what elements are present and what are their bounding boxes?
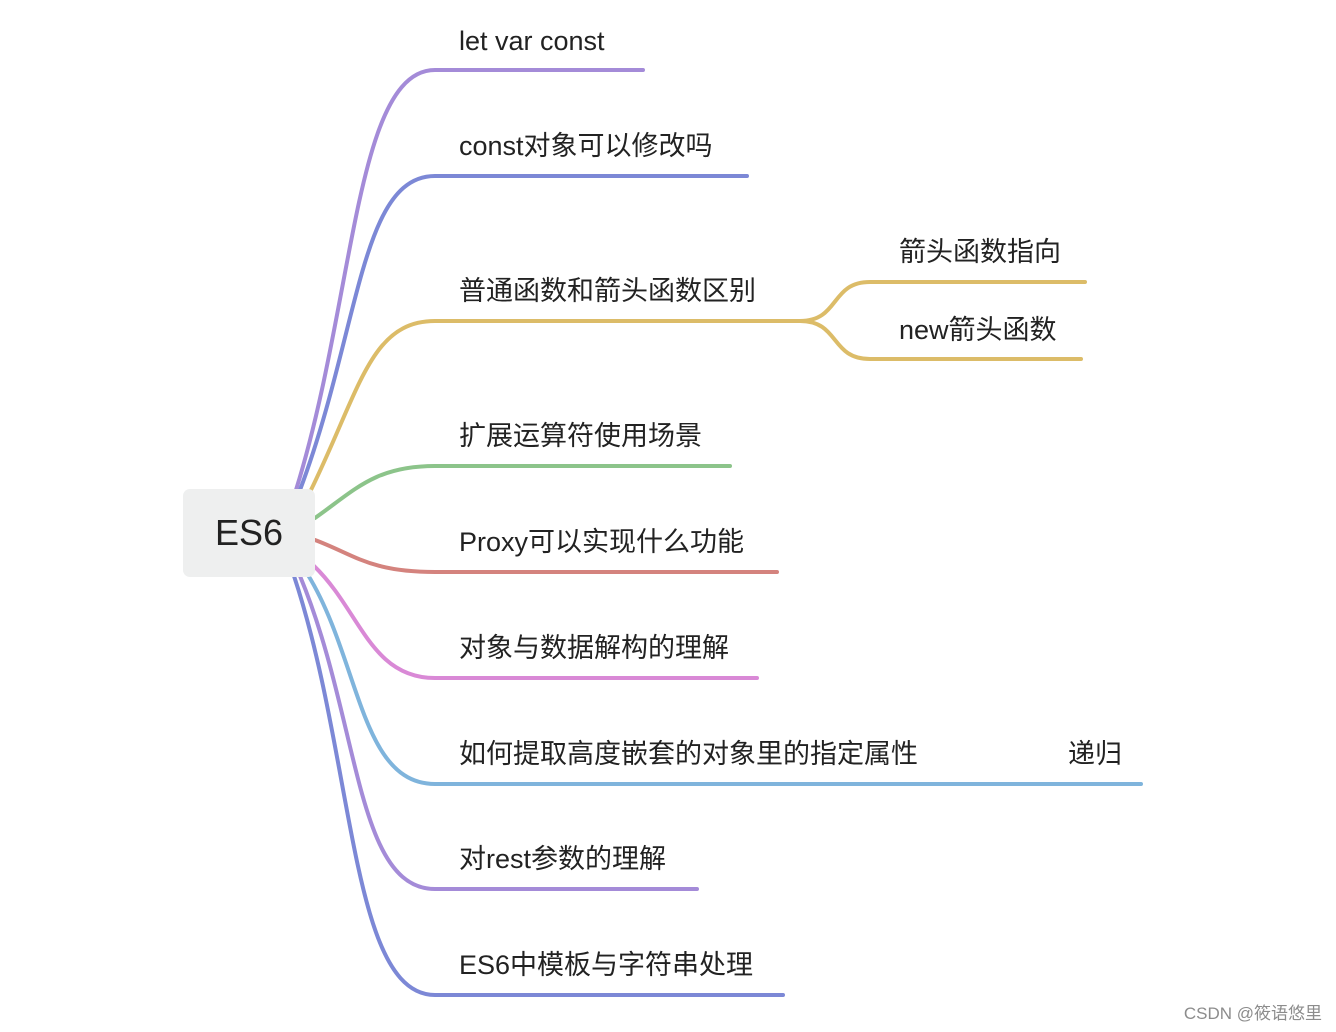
subbranch-label-recursion[interactable]: 递归 [1068,739,1122,769]
branch-label-destructuring[interactable]: 对象与数据解构的理解 [459,633,729,663]
connector-spread-operator [313,464,732,520]
connector-rest-params [298,574,699,891]
connector-const-object [298,174,749,492]
branch-label-rest-params[interactable]: 对rest参数的理解 [459,844,667,874]
watermark: CSDN @筱语悠里 [1183,1004,1322,1023]
branch-label-template-strings[interactable]: ES6中模板与字符串处理 [459,950,754,980]
root-node-label: ES6 [214,512,284,553]
connector-arrow-function [308,319,802,494]
branch-label-nested-property[interactable]: 如何提取高度嵌套的对象里的指定属性 [459,739,918,769]
connector-template-strings [292,574,785,997]
branch-label-arrow-function[interactable]: 普通函数和箭头函数区别 [459,276,756,306]
connector-proxy [313,538,779,574]
subbranch-label-new-arrow[interactable]: new箭头函数 [899,315,1057,345]
branch-label-proxy[interactable]: Proxy可以实现什么功能 [459,527,745,557]
root-node[interactable]: ES6 [183,489,315,577]
subbranch-label-arrow-this[interactable]: 箭头函数指向 [899,237,1061,267]
connector-new-arrow [798,319,1083,361]
branch-label-spread-operator[interactable]: 扩展运算符使用场景 [459,421,702,451]
connector-arrow-this [798,280,1087,323]
connector-nested-property [306,573,1143,786]
connector-let-var-const [294,68,645,492]
connector-destructuring [312,564,759,680]
branch-label-let-var-const[interactable]: let var const [459,26,605,56]
branch-label-const-object[interactable]: const对象可以修改吗 [459,131,713,161]
